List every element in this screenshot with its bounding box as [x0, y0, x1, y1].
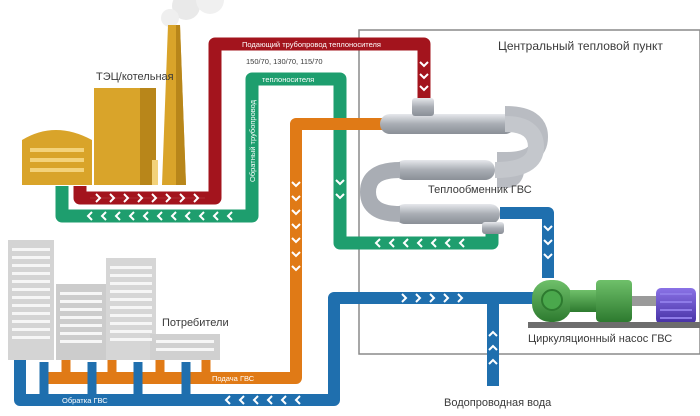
smoke — [161, 0, 224, 27]
return-pipe-vertical-label: Обратный трубопровод — [248, 99, 257, 182]
hot-water-return-pipe: Обратка ГВС — [14, 207, 554, 406]
heat-exchanger: Теплообменник ГВС — [359, 98, 549, 234]
circulation-pump: Циркуляционный насос ГВС — [528, 280, 700, 345]
supply-temps-label: 150/70, 130/70, 115/70 — [246, 57, 323, 66]
central-heat-point-label: Центральный тепловой пункт — [498, 39, 663, 53]
hot-water-supply-pipe: Подача ГВС — [44, 118, 392, 384]
chp-plant-label: ТЭЦ/котельная — [96, 71, 174, 83]
chp-plant: ТЭЦ/котельная — [22, 25, 186, 185]
return-pipe-top-label: теплоносителя — [262, 75, 314, 84]
supply-pipe-label: Подающий трубопровод теплоносителя — [242, 40, 381, 49]
hot-water-supply-label: Подача ГВС — [212, 374, 255, 383]
water-supply-label: Водопроводная вода — [444, 397, 552, 409]
return-pipe: теплоносителя Обратный трубопровод — [55, 72, 499, 250]
circulation-pump-label: Циркуляционный насос ГВС — [528, 333, 672, 345]
hot-water-return-label: Обратка ГВС — [62, 396, 108, 405]
heat-exchanger-label: Теплообменник ГВС — [428, 184, 532, 196]
consumers-label: Потребители — [162, 317, 229, 329]
consumers-buildings: Потребители — [8, 240, 229, 360]
supply-pipe: Подающий трубопровод теплоносителя 150/7… — [73, 37, 431, 205]
